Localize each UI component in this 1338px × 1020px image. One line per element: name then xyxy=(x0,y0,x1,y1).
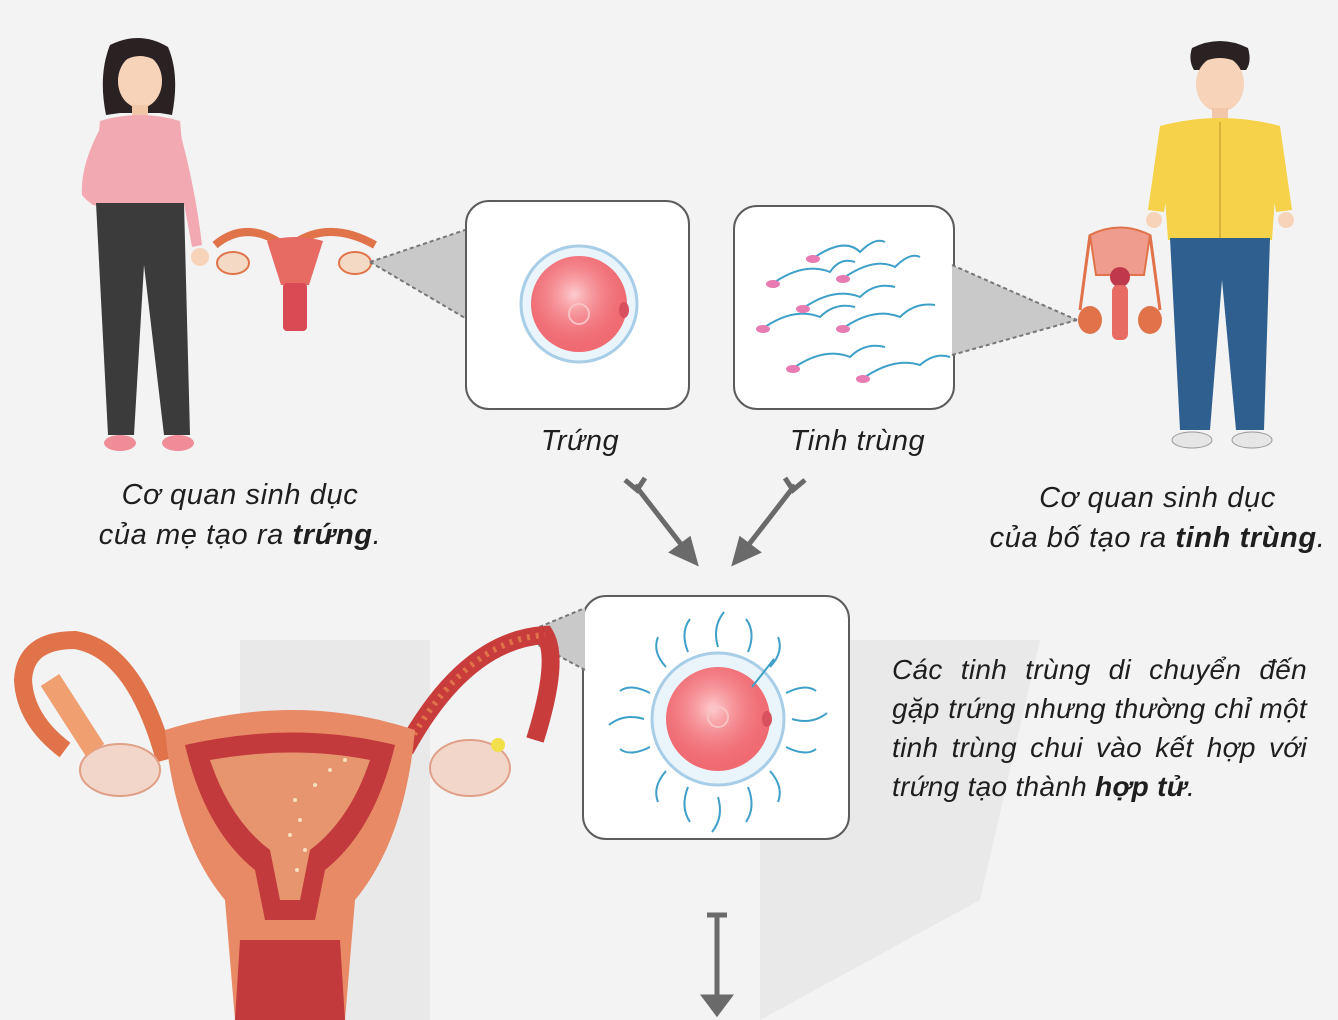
father-caption-line1: Cơ quan sinh dục xyxy=(965,478,1338,518)
mother-figure xyxy=(60,35,220,465)
zygote-description: Các tinh trùng di chuyển đến gặp trứng n… xyxy=(892,650,1307,806)
female-organ-icon xyxy=(205,215,385,335)
father-caption-line2: của bố tạo ra tinh trùng. xyxy=(965,518,1338,558)
sperm-panel-connector xyxy=(952,255,1082,375)
egg-icon xyxy=(467,202,690,410)
egg-panel-connector xyxy=(370,210,470,330)
zygote-description-bold: hợp tử xyxy=(1095,771,1187,802)
mother-caption-line1: Cơ quan sinh dục xyxy=(60,475,420,515)
uterus-illustration xyxy=(15,620,575,1020)
egg-panel xyxy=(465,200,690,410)
father-caption-bold: tinh trùng xyxy=(1175,522,1316,554)
father-caption: Cơ quan sinh dục của bố tạo ra tinh trùn… xyxy=(965,478,1338,558)
mother-caption-bold: trứng xyxy=(293,519,373,551)
mother-caption-suffix: . xyxy=(373,519,382,551)
sperm-icon xyxy=(735,207,955,410)
mother-caption-prefix: của mẹ tạo ra xyxy=(99,519,293,551)
sperm-panel xyxy=(733,205,955,410)
egg-label: Trứng xyxy=(510,425,650,458)
father-caption-prefix: của bố tạo ra xyxy=(990,522,1176,554)
father-caption-suffix: . xyxy=(1317,522,1326,554)
sperm-label: Tinh trùng xyxy=(770,425,945,458)
mother-caption: Cơ quan sinh dục của mẹ tạo ra trứng. xyxy=(60,475,420,555)
merge-arrows xyxy=(615,470,835,580)
father-figure xyxy=(1140,40,1300,470)
mother-caption-line2: của mẹ tạo ra trứng. xyxy=(60,515,420,555)
zygote-panel xyxy=(582,595,850,840)
down-arrow xyxy=(697,905,737,1015)
zygote-icon xyxy=(584,597,850,840)
zygote-description-end: . xyxy=(1187,771,1195,802)
